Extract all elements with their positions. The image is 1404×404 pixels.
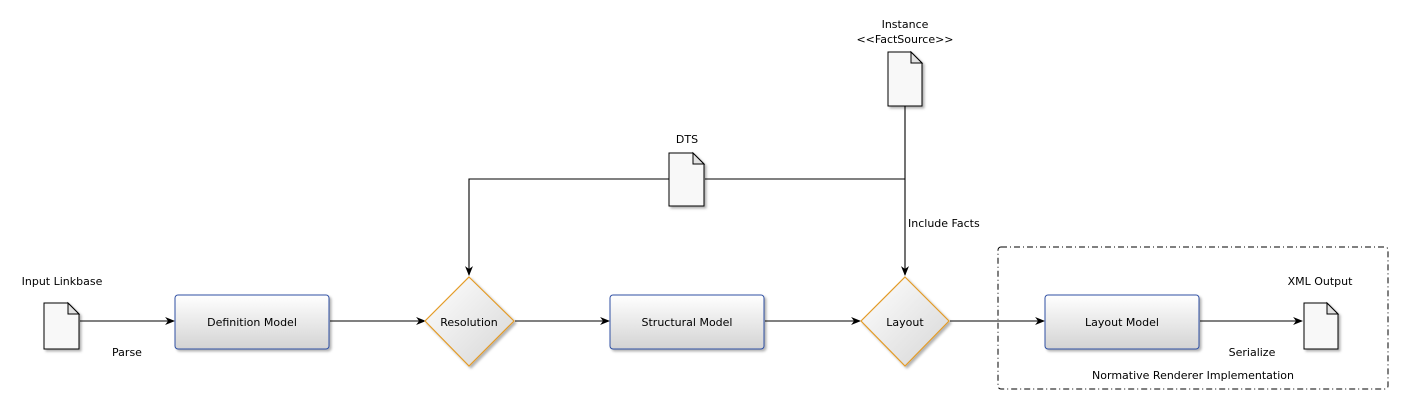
definition-model-label: Definition Model [207, 316, 297, 329]
definition-model-box: Definition Model [174, 294, 330, 350]
structural-model-box: Structural Model [609, 294, 765, 350]
edge-dts-to-resolution [465, 178, 669, 276]
instance-stereotype-label: <<FactSource>> [856, 33, 953, 46]
parse-edge-label: Parse [112, 346, 142, 359]
include-facts-edge-label: Include Facts [908, 217, 980, 230]
xml-output-document [1303, 301, 1340, 350]
resolution-label: Resolution [440, 316, 498, 329]
layout-decision: Layout [860, 276, 950, 367]
boundary-label: Normative Renderer Implementation [1092, 369, 1294, 382]
layout-label: Layout [886, 316, 924, 329]
renderer-boundary [997, 246, 1389, 390]
dts-label: DTS [676, 133, 698, 146]
xml-output-label: XML Output [1288, 275, 1354, 288]
instance-document [887, 50, 924, 107]
input-linkbase-document [43, 301, 81, 350]
layout-model-label: Layout Model [1085, 316, 1159, 329]
instance-label: Instance [882, 18, 929, 31]
edges [80, 106, 1303, 325]
serialize-edge-label: Serialize [1229, 346, 1276, 359]
structural-model-label: Structural Model [642, 316, 733, 329]
resolution-decision: Resolution [424, 276, 515, 367]
input-linkbase-label: Input Linkbase [22, 275, 103, 288]
dts-document [668, 151, 706, 207]
layout-model-box: Layout Model [1044, 294, 1200, 350]
